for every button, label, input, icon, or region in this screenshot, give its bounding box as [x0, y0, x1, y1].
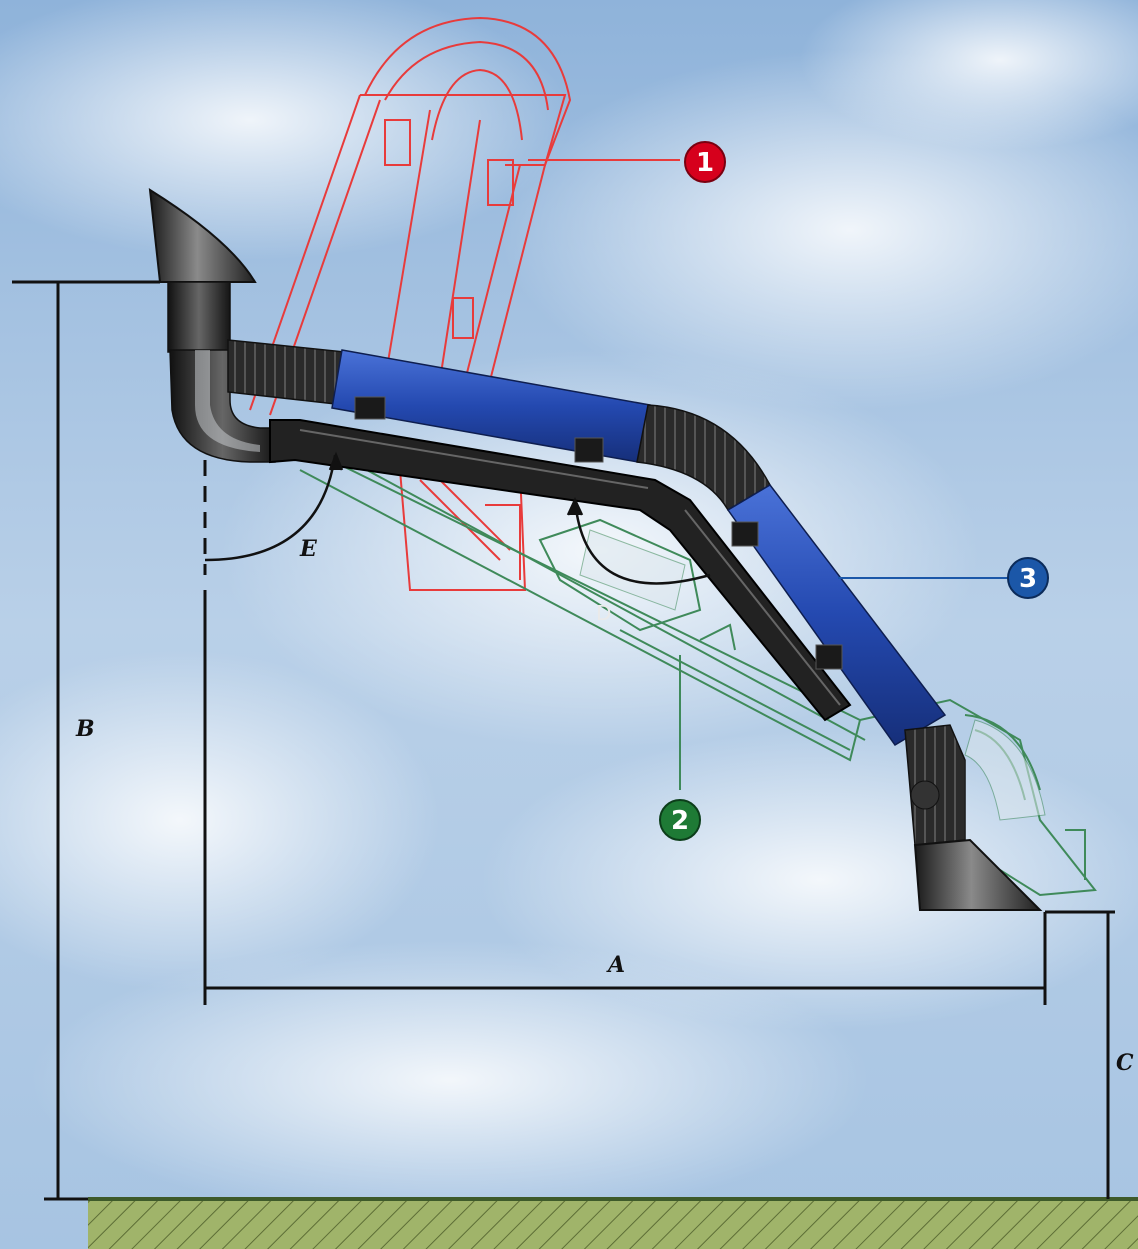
callout-3: 3 — [1007, 557, 1049, 599]
dimension-label-e: E — [299, 536, 318, 562]
callout-1: 1 — [684, 141, 726, 183]
dimension-lines — [12, 280, 1115, 1201]
capture-hood — [904, 724, 1043, 911]
callout-3-number: 3 — [1019, 564, 1037, 594]
callout-2-number: 2 — [671, 806, 689, 836]
callout-2: 2 — [659, 799, 701, 841]
elbow-pipe — [169, 349, 276, 463]
ground — [88, 1197, 1138, 1249]
dimension-label-a: A — [606, 952, 625, 978]
callout-1-badge — [684, 141, 726, 183]
callout-2-badge — [659, 799, 701, 841]
support-arm — [269, 396, 852, 722]
dimension-label-b: B — [75, 716, 95, 742]
dimension-label-d: D — [596, 601, 611, 625]
dimension-label-c: C — [1116, 1050, 1134, 1076]
callout-1-number: 1 — [696, 148, 714, 178]
wall-mount-hood — [148, 188, 257, 353]
callout-3-badge — [1007, 557, 1049, 599]
extended-bellows — [579, 529, 1046, 821]
angle-arcs — [204, 451, 711, 585]
